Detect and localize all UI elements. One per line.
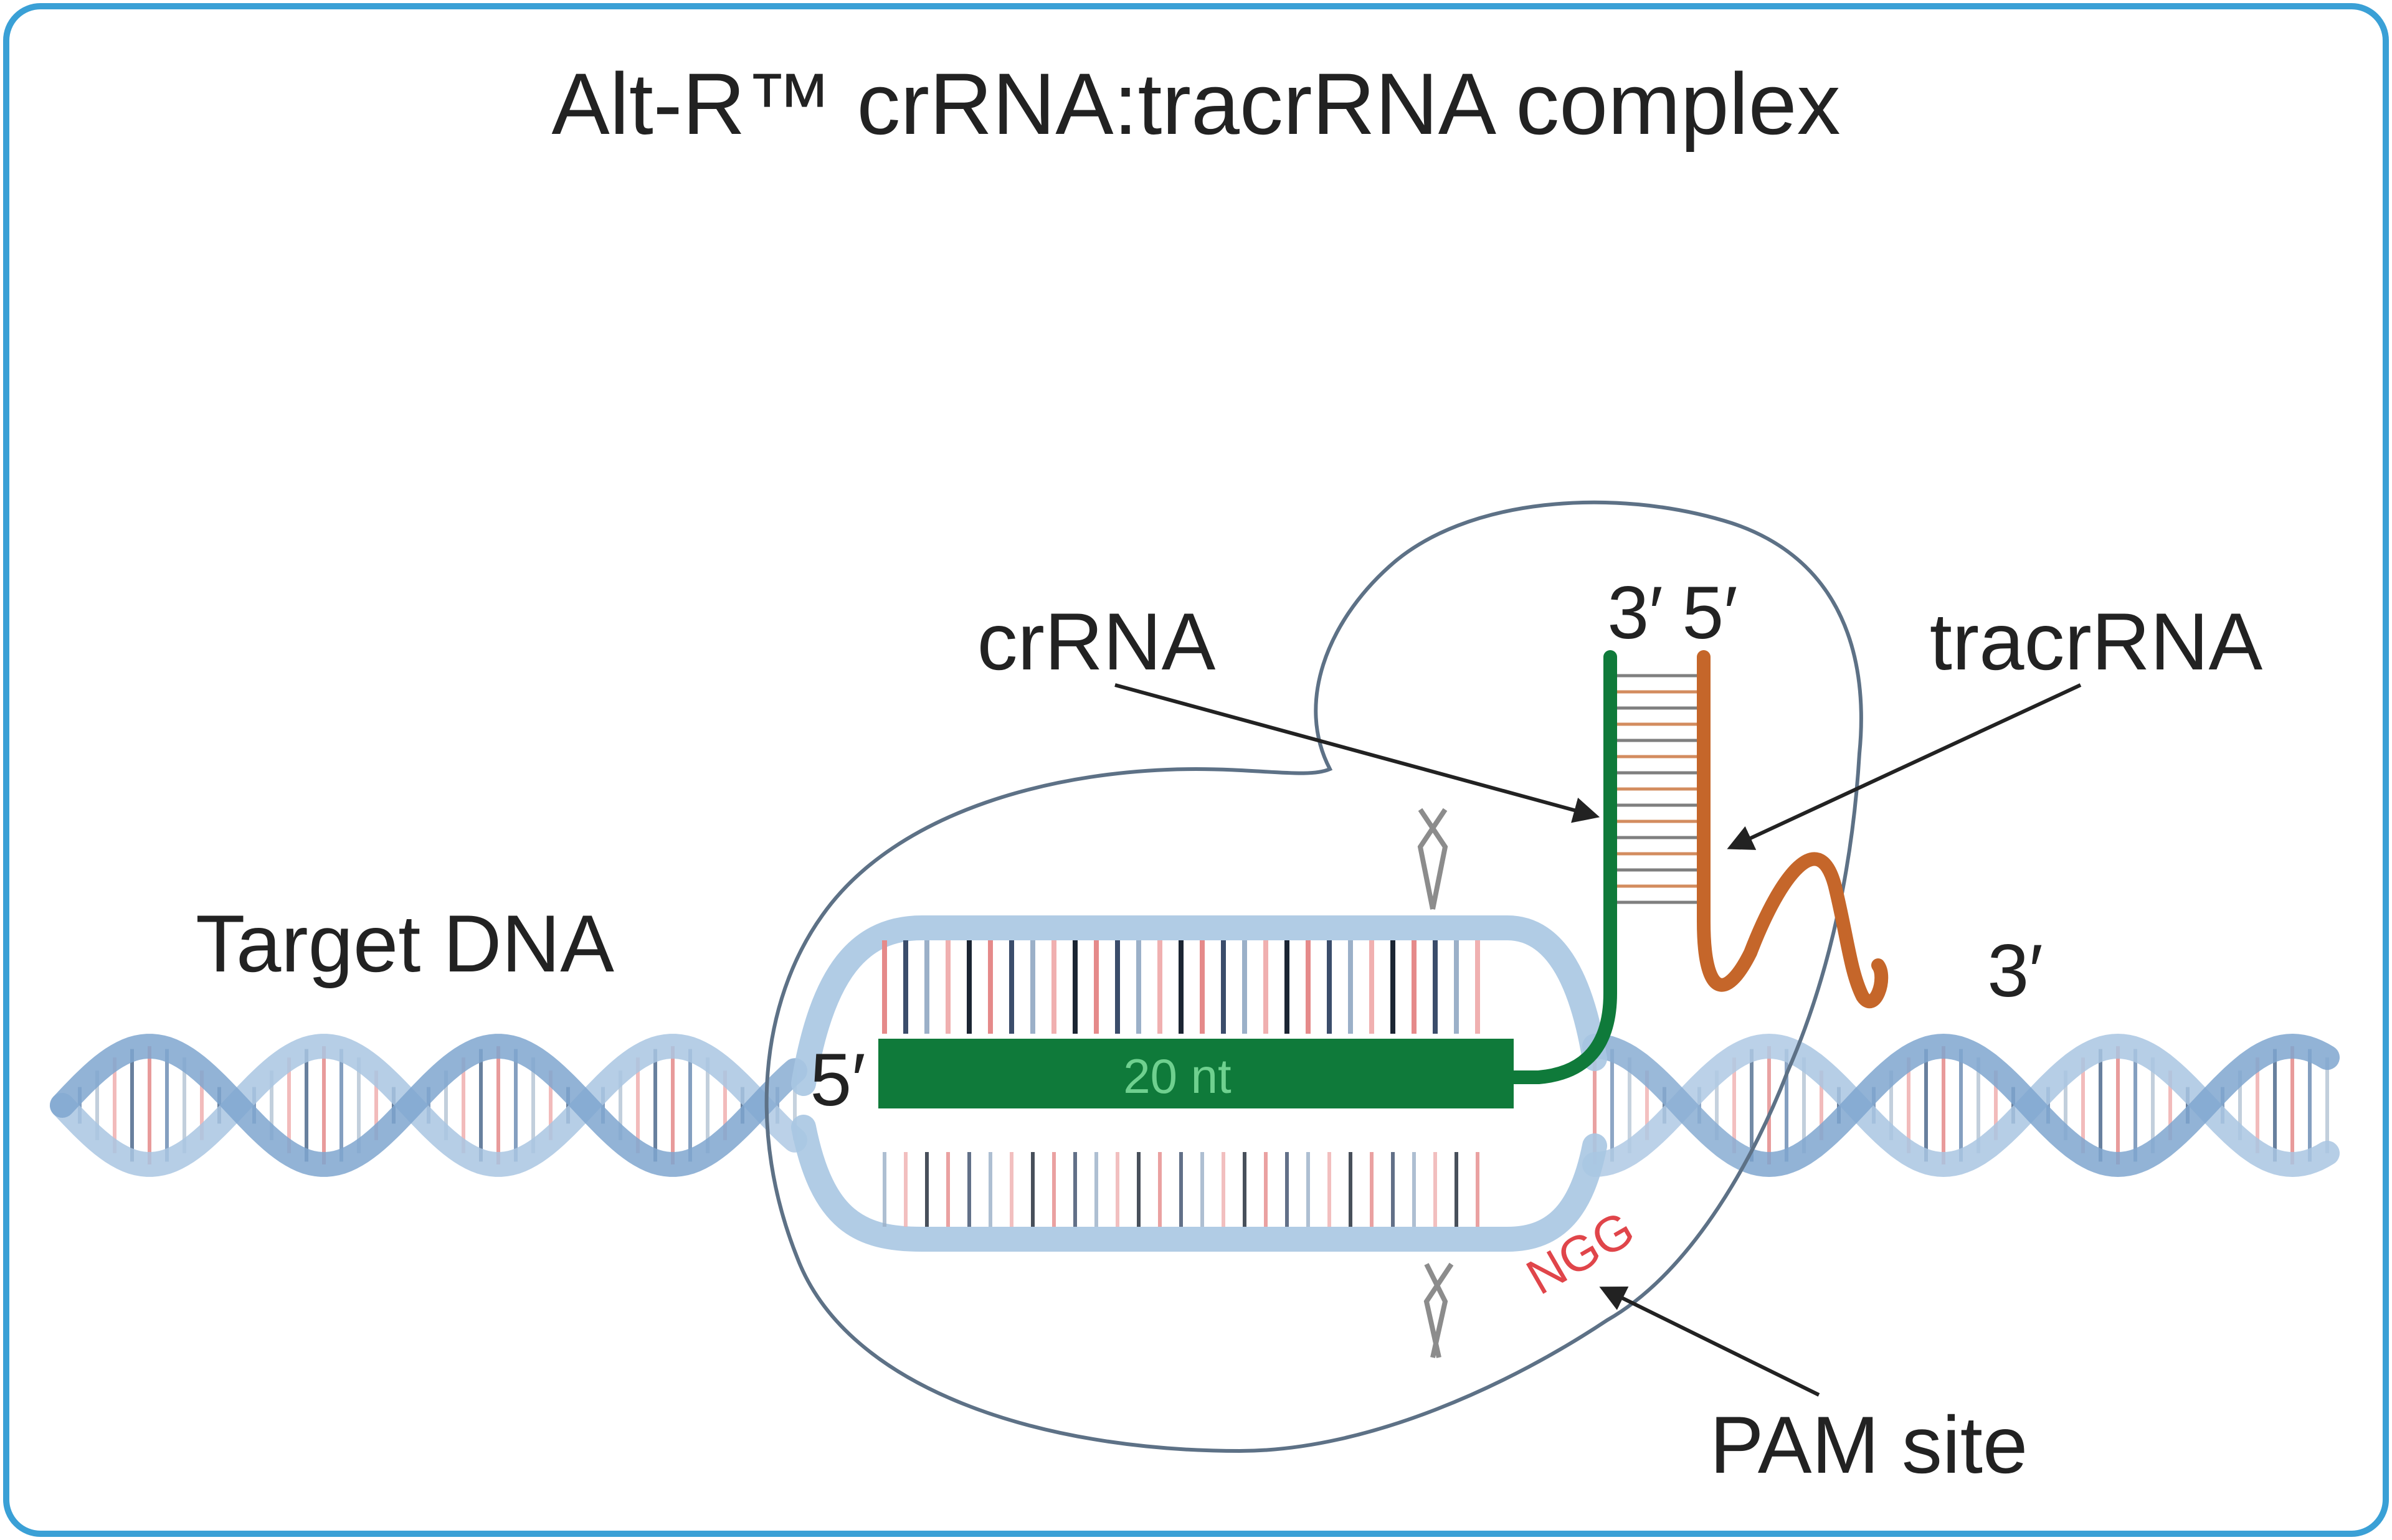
five-prime-top-label: 5′ (1682, 571, 1737, 654)
target-dna-helix-right (1582, 1033, 2340, 1178)
nuclease-domain-bottom (1423, 1262, 1454, 1358)
three-prime-top-label: 3′ (1607, 571, 1663, 654)
diagram-title: Alt-R™ crRNA:tracrRNA complex (551, 55, 1840, 153)
crrna-tracrrna-duplex (1617, 674, 1697, 904)
target-dna-helix-left (50, 1034, 807, 1177)
pam-site-label: PAM site (1710, 1399, 2028, 1490)
dna-backbone (50, 1034, 807, 1177)
target-dna-label: Target DNA (196, 898, 614, 989)
displaced-strand-bottom (791, 1115, 1607, 1252)
tracrrna-arrow (1727, 683, 2082, 850)
nuclease-domain-top (1417, 808, 1448, 910)
pam-site-arrow (1599, 1287, 1820, 1397)
tracrrna-strand (1697, 650, 1889, 1009)
dna-backbone (50, 1034, 807, 1177)
crrna-arrow (1114, 683, 1600, 823)
crrna-guide-bar (878, 1039, 1514, 1108)
tracrrna-label: tracrRNA (1930, 596, 2263, 687)
crrna-label: crRNA (977, 596, 1216, 687)
crrna-strand (1501, 650, 1617, 1084)
three-prime-right-label: 3′ (1987, 929, 2043, 1013)
five-prime-left-label: 5′ (810, 1038, 865, 1122)
dna-backbone (1582, 1033, 2340, 1178)
cas9-protein-outline (764, 500, 1863, 1453)
r-loop-dna (791, 915, 1607, 1252)
displaced-strand-top (791, 915, 1607, 1096)
guide-length-label: 20 nt (1123, 1049, 1232, 1103)
